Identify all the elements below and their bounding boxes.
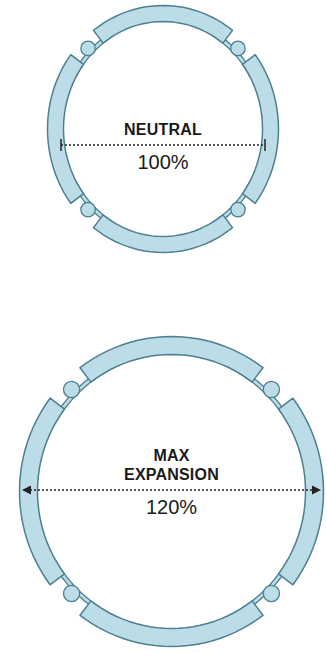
state-label: MAX EXPANSION	[111, 446, 233, 484]
ring-outline	[18, 335, 325, 648]
expansion-ring: NEUTRAL 100%	[46, 4, 280, 254]
dimension-line	[61, 139, 265, 151]
ring-knob	[81, 41, 95, 55]
dimension-line	[22, 486, 321, 495]
ring-knob	[81, 202, 95, 216]
ring-segment	[80, 601, 263, 647]
ring-segments	[20, 337, 324, 647]
ring-segment	[48, 55, 84, 204]
state-label: NEUTRAL	[93, 120, 233, 139]
ring-segment	[20, 398, 65, 585]
ring-knob	[231, 41, 245, 55]
size-value: 120%	[122, 495, 222, 519]
ring-knob	[63, 585, 79, 601]
ring-knob	[263, 381, 279, 397]
dimension-line	[30, 489, 313, 490]
ring-segment	[80, 337, 263, 383]
ring-knob	[263, 585, 279, 601]
ring-segment	[93, 215, 232, 253]
dimension-line	[61, 144, 265, 145]
ring-segment	[93, 6, 232, 44]
dimension-tick	[264, 139, 266, 151]
ring-knob	[231, 202, 245, 216]
arrowhead	[22, 486, 31, 495]
ring-knob	[63, 381, 79, 397]
ring-segments	[48, 6, 279, 253]
ring-segment	[242, 55, 278, 204]
dimension-tick	[60, 139, 62, 151]
expansion-ring: MAX EXPANSION 120%	[18, 335, 325, 648]
arrowhead	[312, 486, 321, 495]
ring-segment	[279, 398, 324, 585]
size-value: 100%	[113, 150, 213, 174]
